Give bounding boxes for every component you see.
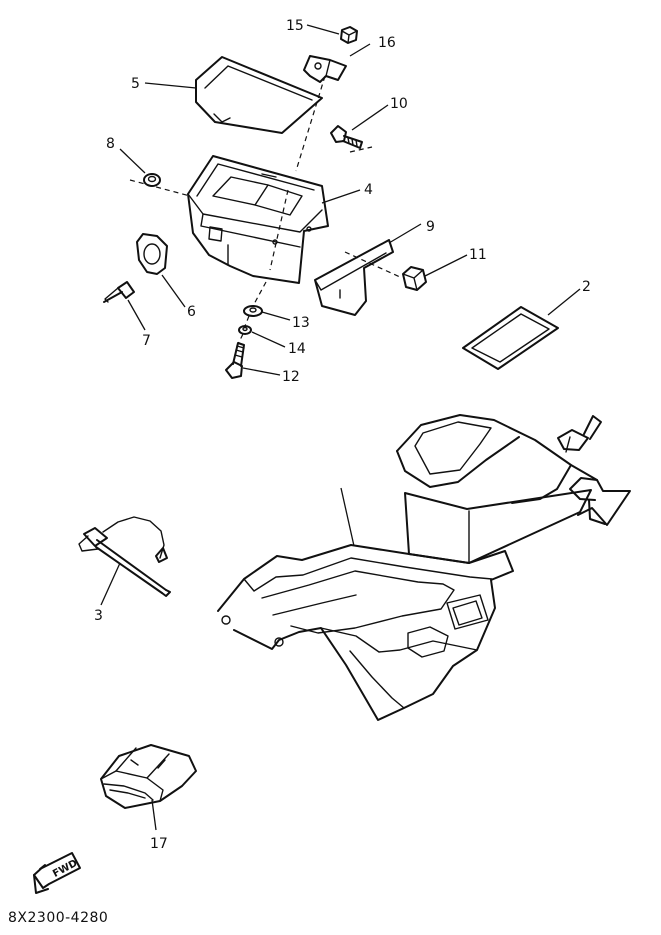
callout-16: 16 (378, 35, 396, 51)
assembly-lines-upper (129, 75, 401, 345)
part-3-rod (78, 516, 171, 597)
part-4-battery-box (187, 155, 329, 284)
part-11-nut (402, 266, 427, 291)
part-17-pouch (100, 744, 197, 809)
part-15-nut (340, 26, 358, 44)
part-6-gasket (136, 233, 168, 275)
fwd-arrow: FWD (33, 852, 81, 894)
callout-13: 13 (292, 315, 310, 331)
callout-5: 5 (131, 76, 140, 92)
diagram-part-code: 8X2300-4280 (8, 910, 108, 926)
callout-12: 12 (282, 369, 300, 385)
part-2-pad (462, 306, 559, 370)
part-5-lid (195, 56, 323, 134)
part-1-rear-fender (217, 414, 631, 721)
callout-11: 11 (469, 247, 487, 263)
part-12-bolt (225, 342, 245, 379)
part-14-washer (238, 325, 252, 335)
callout-15: 15 (286, 18, 304, 34)
callout-7: 7 (142, 333, 151, 349)
callout-14: 14 (288, 341, 306, 357)
callout-17: 17 (150, 836, 168, 852)
part-9-strap (314, 239, 394, 316)
part-10-bolt (330, 125, 363, 149)
callout-8: 8 (106, 136, 115, 152)
callout-labels: 1 2 3 4 5 6 7 8 9 10 11 12 13 14 15 16 1… (94, 18, 591, 852)
callout-9: 9 (426, 219, 435, 235)
callout-2: 2 (582, 279, 591, 295)
part-7-screw (103, 281, 135, 303)
leader-lines (100, 24, 581, 831)
part-13-washer (243, 305, 263, 317)
part-8-grommet (143, 173, 161, 187)
part-16-bracket (303, 55, 347, 83)
callout-4: 4 (364, 182, 373, 198)
callout-6: 6 (187, 304, 196, 320)
callout-3: 3 (94, 608, 103, 624)
callout-10: 10 (390, 96, 408, 112)
